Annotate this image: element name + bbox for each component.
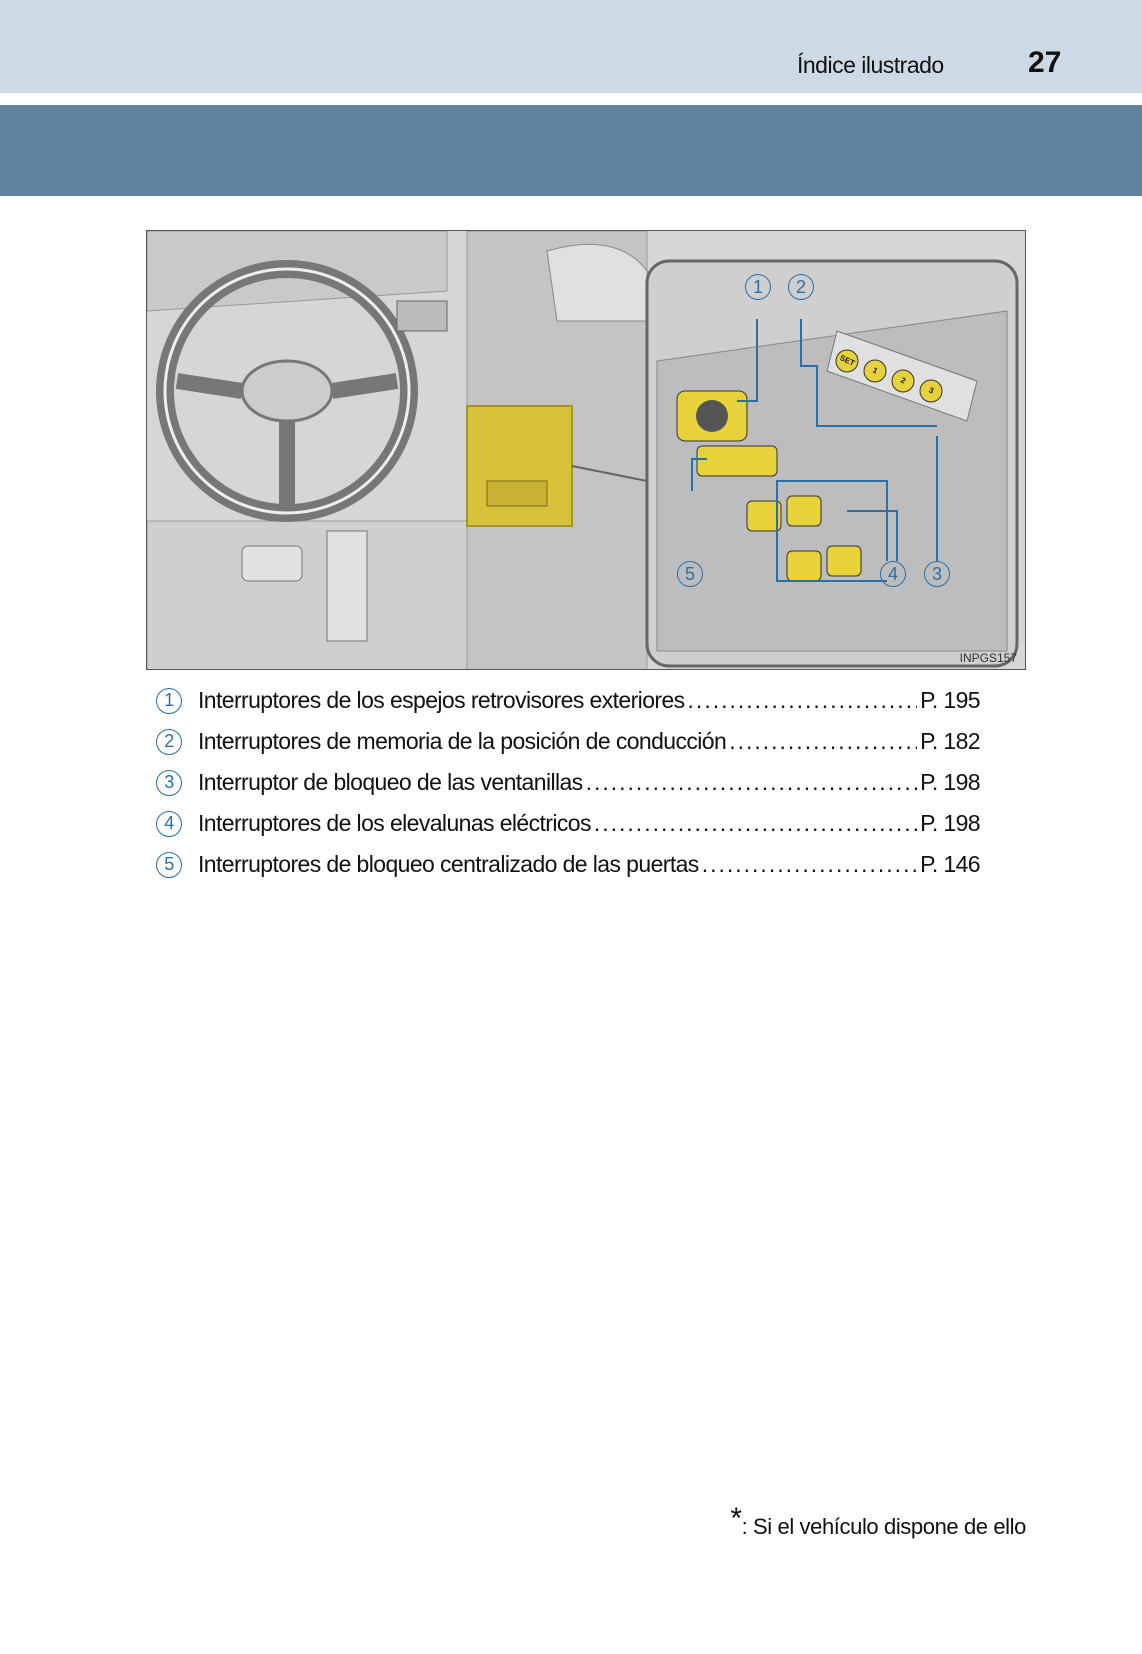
callout-3: 3 <box>924 561 950 587</box>
illustration-door-switches: SET 1 2 3 1 2 3 4 5 INPGS157 <box>146 230 1026 670</box>
list-item: 4 Interruptores de los elevalunas eléctr… <box>156 803 981 844</box>
callout-4: 4 <box>880 561 906 587</box>
page-reference[interactable]: P. 146 <box>920 851 981 877</box>
car-interior-drawing <box>147 231 1025 669</box>
footnote: *: Si el vehículo dispone de ello <box>730 1502 1026 1540</box>
item-label: Interruptor de bloqueo de las ventanilla… <box>198 769 583 795</box>
item-number: 1 <box>156 687 182 714</box>
callout-1: 1 <box>745 274 771 300</box>
item-number: 5 <box>156 851 182 878</box>
page-reference[interactable]: P. 182 <box>920 728 981 754</box>
item-label: Interruptores de los espejos retrovisore… <box>198 687 685 713</box>
item-label: Interruptores de los elevalunas eléctric… <box>198 810 591 836</box>
item-label: Interruptores de memoria de la posición … <box>198 728 727 754</box>
footnote-text: : Si el vehículo dispone de ello <box>741 1514 1027 1539</box>
steering-wheel <box>156 260 418 522</box>
header-band <box>0 0 1142 93</box>
inset-closeup <box>645 259 1019 668</box>
page-reference[interactable]: P. 195 <box>920 687 981 713</box>
page-reference[interactable]: P. 198 <box>920 769 981 795</box>
list-item: 1 Interruptores de los espejos retroviso… <box>156 680 981 721</box>
list-item: 2 Interruptores de memoria de la posició… <box>156 721 981 762</box>
switch-index-list: 1 Interruptores de los espejos retroviso… <box>156 680 981 885</box>
item-number: 4 <box>156 810 182 837</box>
page-reference[interactable]: P. 198 <box>920 810 981 836</box>
memory-buttons <box>835 349 943 403</box>
section-banner <box>0 105 1142 196</box>
leader-dots <box>586 769 918 796</box>
callout-5: 5 <box>677 561 703 587</box>
list-item: 5 Interruptores de bloqueo centralizado … <box>156 844 981 885</box>
page-number: 27 <box>1028 46 1062 79</box>
callout-lines <box>691 319 938 582</box>
leader-dots <box>688 687 918 714</box>
list-item: 3 Interruptor de bloqueo de las ventanil… <box>156 762 981 803</box>
leader-dots <box>702 851 917 878</box>
figure-code: INPGS157 <box>959 651 1017 665</box>
footnote-symbol: * <box>730 1502 742 1535</box>
item-number: 3 <box>156 769 182 796</box>
item-number: 2 <box>156 728 182 755</box>
callout-2: 2 <box>788 274 814 300</box>
leader-dots <box>729 728 917 755</box>
section-title: Índice ilustrado <box>797 52 944 78</box>
leader-dots <box>594 810 917 837</box>
item-label: Interruptores de bloqueo centralizado de… <box>198 851 699 877</box>
